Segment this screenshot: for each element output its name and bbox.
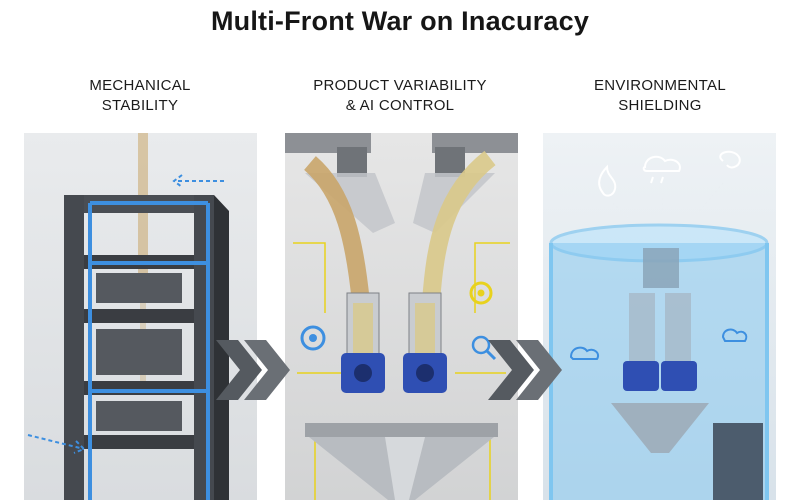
vibration-arrow-icon <box>172 174 224 188</box>
stability-rails <box>88 201 210 500</box>
top-hoppers <box>285 133 518 177</box>
label-line: STABILITY <box>101 97 179 114</box>
fire-icon <box>598 164 617 197</box>
ai-control-lines <box>293 242 510 500</box>
rigid-frame-illustration <box>27 133 229 500</box>
cloud-rain-icon <box>642 155 681 184</box>
panel-environmental-shielding <box>543 133 776 500</box>
vibration-arrow-icon <box>27 434 86 454</box>
discharge-cone <box>305 423 498 500</box>
label-product-variability: PRODUCT VARIABILITY & AI CONTROL <box>280 76 520 116</box>
transition-chevrons-2 <box>488 340 562 400</box>
label-line: ENVIRONMENTAL <box>594 77 726 94</box>
shielded-feeder-illustration <box>549 150 769 500</box>
chevron-right-icon <box>488 340 534 400</box>
label-line: MECHANICAL <box>89 77 191 94</box>
panel-product-variability-ai-control <box>285 133 518 500</box>
label-mechanical-stability: MECHANICAL STABILITY <box>20 76 260 116</box>
transition-chevrons-1 <box>216 340 290 400</box>
chevron-right-icon <box>216 340 262 400</box>
dust-swirl-icon <box>719 150 741 169</box>
label-line: & AI CONTROL <box>345 97 455 114</box>
panel-mechanical-stability <box>24 133 257 500</box>
chevron-right-icon <box>244 340 290 400</box>
gear-icon <box>469 281 493 305</box>
cloud-icon <box>721 328 748 342</box>
label-environmental-shielding: ENVIRONMENTAL SHIELDING <box>540 76 780 116</box>
magnifier-icon <box>471 335 497 361</box>
page-title: Multi-Front War on Inacuracy <box>210 6 590 36</box>
shielded-feeder <box>611 248 763 500</box>
granule-streams <box>303 150 496 304</box>
environment-threat-icons <box>598 150 741 197</box>
label-line: SHIELDING <box>618 97 702 114</box>
chevron-right-icon <box>516 340 562 400</box>
gear-icon <box>300 325 326 351</box>
cloud-icon <box>569 346 599 360</box>
dual-feeder-illustration <box>285 133 518 500</box>
label-line: PRODUCT VARIABILITY <box>313 77 487 94</box>
motor-units <box>341 353 447 393</box>
